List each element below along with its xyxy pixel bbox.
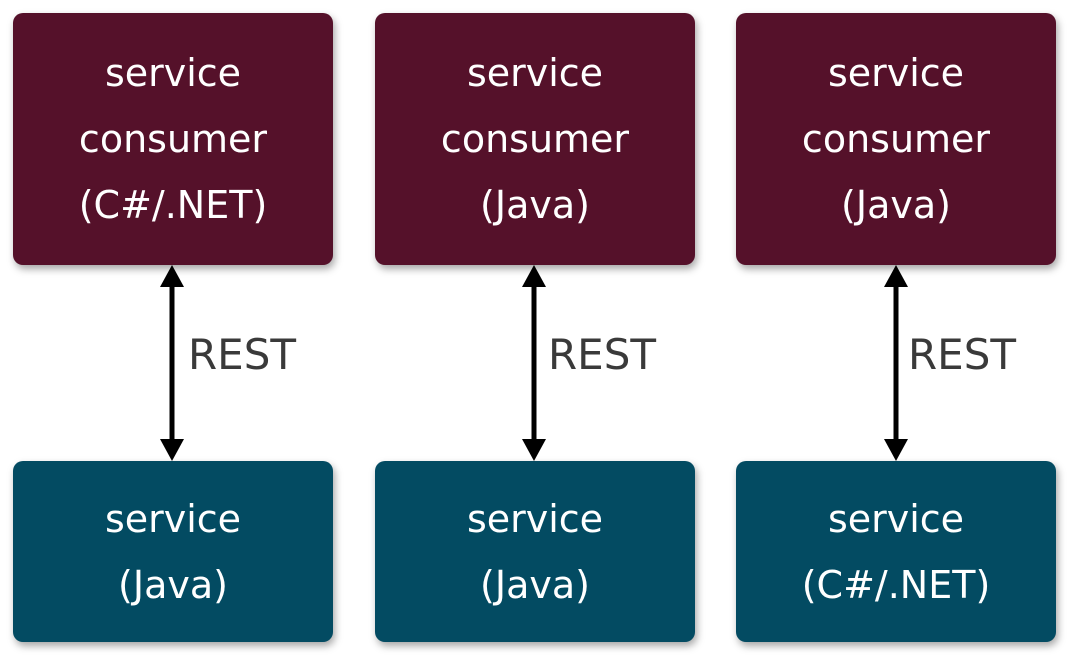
consumer-box-line: service (827, 51, 965, 95)
connector-label: REST (908, 330, 1017, 379)
consumer-box-line: service (104, 51, 242, 95)
consumer-box-java: service consumer (Java) (375, 13, 695, 265)
double-arrow-icon (884, 265, 908, 461)
service-box-java: service (Java) (375, 461, 695, 642)
consumer-box-csharp: service consumer (C#/.NET) (13, 13, 333, 265)
connector-label: REST (188, 330, 297, 379)
rest-connector: REST (152, 265, 312, 461)
consumer-box-line: consumer (78, 117, 268, 161)
consumer-box-line: (C#/.NET) (78, 183, 268, 227)
double-arrow-icon (160, 265, 184, 461)
service-box-csharp: service (C#/.NET) (736, 461, 1056, 642)
consumer-box-line: service (466, 51, 604, 95)
service-box-line: service (104, 496, 242, 541)
consumer-box-java: service consumer (Java) (736, 13, 1056, 265)
service-box-line: (Java) (118, 562, 228, 607)
consumer-box-line: consumer (440, 117, 630, 161)
service-box-java: service (Java) (13, 461, 333, 642)
service-box-line: service (466, 496, 604, 541)
service-box-line: (Java) (480, 562, 590, 607)
consumer-box-line: (Java) (480, 183, 590, 227)
connector-label: REST (548, 330, 657, 379)
rest-connector: REST (876, 265, 1036, 461)
service-box-line: service (827, 496, 965, 541)
double-arrow-icon (522, 265, 546, 461)
rest-connector: REST (514, 265, 674, 461)
consumer-box-line: (Java) (841, 183, 951, 227)
consumer-box-line: consumer (801, 117, 991, 161)
service-box-line: (C#/.NET) (801, 562, 991, 607)
